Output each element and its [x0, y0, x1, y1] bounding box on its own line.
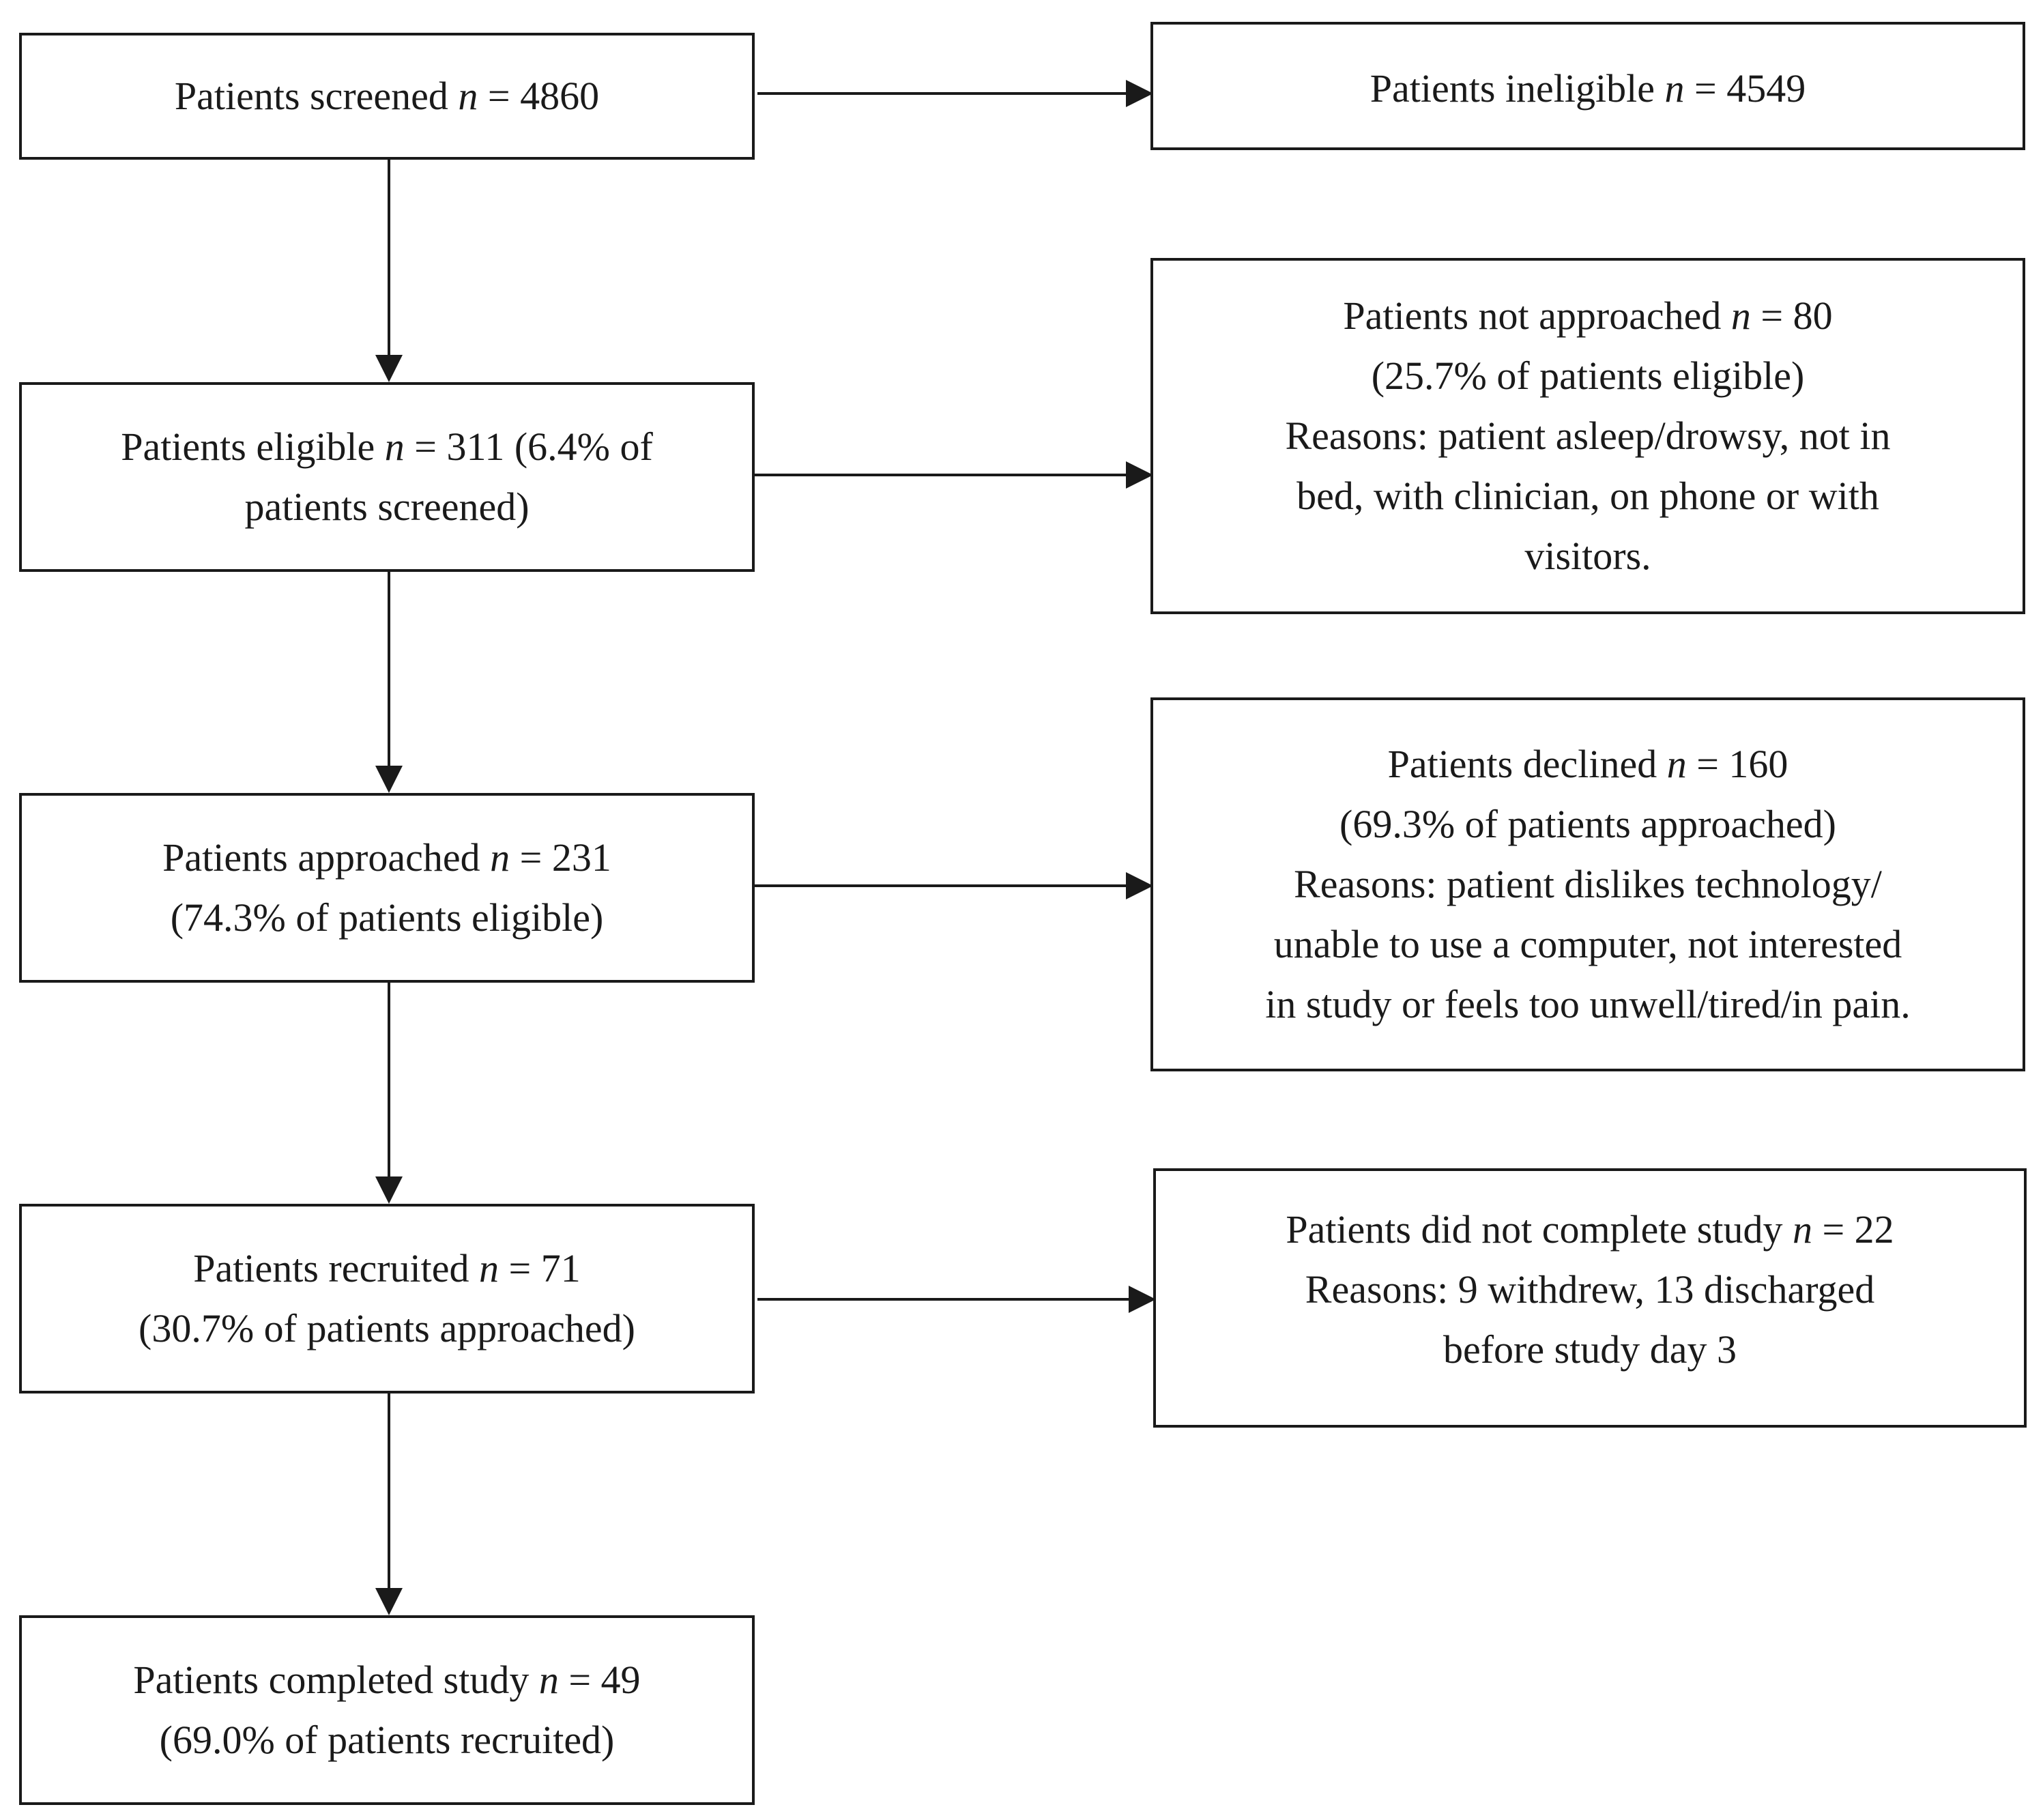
line-text: Patients ineligible — [1370, 66, 1665, 111]
sample-size-symbol: n — [1792, 1207, 1812, 1252]
line-text: (69.3% of patients approached) — [1339, 802, 1836, 846]
count-value: = 49 — [558, 1658, 641, 1702]
line-text: Reasons: 9 withdrew, 13 discharged — [1305, 1267, 1875, 1312]
box-text-line: patients screened) — [244, 477, 529, 537]
sample-size-symbol: n — [384, 424, 405, 469]
line-text: Patients did not complete study — [1286, 1207, 1793, 1252]
box-text-line: (25.7% of patients eligible) — [1372, 346, 1805, 406]
box-text-line: Patients screened n = 4860 — [175, 66, 599, 126]
line-text: Reasons: patient asleep/drowsy, not in — [1285, 414, 1891, 458]
box-text-line: (69.3% of patients approached) — [1339, 794, 1836, 854]
line-text: Patients not approached — [1343, 293, 1731, 338]
box-text-line: before study day 3 — [1443, 1320, 1737, 1380]
sample-size-symbol: n — [490, 835, 510, 880]
box-text-line: Patients ineligible n = 4549 — [1370, 59, 1806, 119]
line-text: (30.7% of patients approached) — [139, 1306, 635, 1350]
count-value: = 231 — [510, 835, 611, 880]
line-text: Patients declined — [1387, 742, 1667, 786]
box-text-line: Patients recruited n = 71 — [193, 1239, 580, 1299]
line-text: (25.7% of patients eligible) — [1371, 353, 1805, 398]
box-text-line: Patients eligible n = 311 (6.4% of — [121, 417, 653, 477]
line-text: Patients eligible — [121, 424, 385, 469]
sample-size-symbol: n — [1666, 742, 1687, 786]
sample-size-symbol: n — [479, 1246, 499, 1290]
line-text: Patients completed study — [133, 1658, 539, 1702]
line-text: Reasons: patient dislikes technology/ — [1294, 862, 1882, 906]
line-text: (69.0% of patients recruited) — [159, 1718, 615, 1762]
line-text: unable to use a computer, not interested — [1273, 922, 1902, 966]
box-text-line: Patients not approached n = 80 — [1343, 286, 1832, 346]
line-text: patients screened) — [244, 485, 530, 529]
box-text-line: Reasons: patient dislikes technology/ — [1294, 854, 1882, 914]
box-text-line: visitors. — [1524, 526, 1651, 586]
sample-size-symbol: n — [1664, 66, 1685, 111]
line-text: before study day 3 — [1443, 1327, 1737, 1372]
box-text-line: Patients did not complete study n = 22 — [1286, 1200, 1894, 1260]
sample-size-symbol: n — [458, 74, 478, 118]
count-value: = 4549 — [1684, 66, 1806, 111]
line-text: Patients recruited — [193, 1246, 480, 1290]
box-text-line: (69.0% of patients recruited) — [160, 1710, 615, 1770]
box-patients-approached: Patients approached n = 231 (74.3% of pat… — [19, 793, 755, 983]
count-value: = 80 — [1750, 293, 1833, 338]
box-text-line: Reasons: 9 withdrew, 13 discharged — [1305, 1260, 1874, 1320]
box-patients-completed: Patients completed study n = 49 (69.0% of… — [19, 1615, 755, 1805]
line-text: Patients approached — [162, 835, 491, 880]
count-value: = 71 — [499, 1246, 581, 1290]
sample-size-symbol: n — [1730, 293, 1751, 338]
count-value: = 22 — [1812, 1207, 1894, 1252]
box-text-line: Patients declined n = 160 — [1388, 734, 1788, 794]
box-text-line: unable to use a computer, not interested — [1274, 914, 1902, 974]
line-text: bed, with clinician, on phone or with — [1296, 474, 1879, 518]
box-text-line: (74.3% of patients eligible) — [171, 888, 604, 948]
count-value: = 311 (6.4% of — [404, 424, 653, 469]
box-text-line: bed, with clinician, on phone or with — [1296, 466, 1879, 526]
box-text-line: (30.7% of patients approached) — [139, 1299, 635, 1359]
box-patients-ineligible: Patients ineligible n = 4549 — [1150, 22, 2025, 150]
line-text: Patients screened — [174, 74, 459, 118]
line-text: in study or feels too unwell/tired/in pa… — [1265, 982, 1911, 1026]
box-patients-did-not-complete: Patients did not complete study n = 22 Re… — [1153, 1168, 2027, 1428]
line-text: visitors. — [1524, 534, 1651, 578]
box-patients-screened: Patients screened n = 4860 — [19, 33, 755, 160]
box-text-line: in study or feels too unwell/tired/in pa… — [1265, 974, 1911, 1035]
sample-size-symbol: n — [538, 1658, 559, 1702]
box-text-line: Reasons: patient asleep/drowsy, not in — [1285, 406, 1890, 466]
box-text-line: Patients approached n = 231 — [162, 828, 611, 888]
count-value: = 4860 — [478, 74, 600, 118]
box-patients-declined: Patients declined n = 160 (69.3% of patie… — [1150, 697, 2025, 1071]
box-patients-eligible: Patients eligible n = 311 (6.4% of patien… — [19, 382, 755, 572]
count-value: = 160 — [1686, 742, 1788, 786]
box-text-line: Patients completed study n = 49 — [133, 1650, 640, 1710]
box-patients-not-approached: Patients not approached n = 80 (25.7% of … — [1150, 258, 2025, 614]
line-text: (74.3% of patients eligible) — [170, 895, 604, 940]
box-patients-recruited: Patients recruited n = 71 (30.7% of patie… — [19, 1204, 755, 1393]
